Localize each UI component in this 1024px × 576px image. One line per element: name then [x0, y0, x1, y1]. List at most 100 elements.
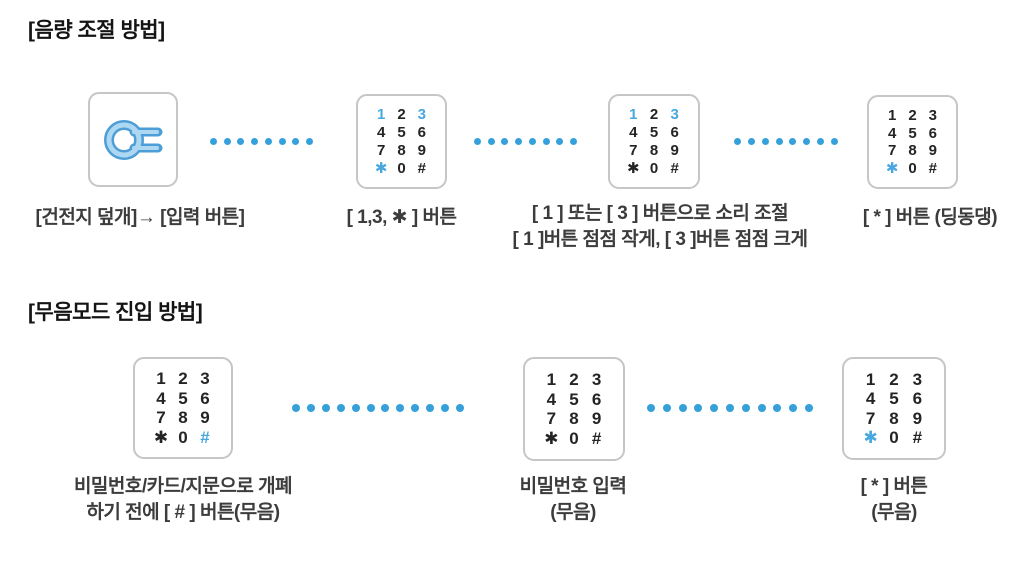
flow-dot	[569, 138, 577, 145]
keypad-key-3: 3	[670, 106, 679, 123]
flow-dot	[278, 138, 286, 145]
keypad-key-0: 0	[569, 429, 579, 449]
keypad-key-#: #	[200, 427, 210, 447]
keypad-key-0: 0	[397, 160, 406, 177]
flow-dot	[830, 138, 838, 145]
flow-dot	[455, 404, 464, 412]
keypad-key-0: 0	[178, 427, 188, 447]
keypad-key-7: 7	[376, 142, 386, 159]
keypad-key-1: 1	[156, 369, 166, 389]
keypad-key-7: 7	[629, 142, 638, 159]
keypad-key-3: 3	[417, 106, 426, 123]
keypad-key-5: 5	[397, 124, 406, 141]
silent-section-title: [무음모드 진입 방법]	[28, 301, 203, 324]
flow-dot	[515, 138, 523, 145]
flow-dot	[396, 404, 405, 412]
keypad-key-0: 0	[908, 160, 917, 178]
silent-step3-caption-line2: (무음)	[871, 502, 917, 523]
keypad-key-8: 8	[908, 142, 917, 160]
keypad-key-2: 2	[889, 369, 899, 389]
flow-dot	[237, 138, 245, 145]
flow-dot	[264, 138, 272, 145]
flow-dot	[321, 404, 330, 412]
keypad-key-2: 2	[569, 369, 579, 389]
flow-dot	[775, 138, 783, 145]
flow-dot	[210, 138, 217, 145]
keypad-key-1: 1	[546, 369, 557, 389]
keypad-key-2: 2	[178, 369, 188, 389]
flow-dot	[773, 404, 782, 412]
keypad-key-3: 3	[200, 369, 210, 389]
volume-step2-caption: [ 1 ] 또는 [ 3 ] 버튼으로 소리 조절 [ 1 ]버튼 점점 작게,…	[465, 201, 855, 253]
flow-dot	[351, 404, 360, 412]
flow-dot	[411, 404, 420, 412]
keypad-key-8: 8	[178, 408, 188, 428]
keypad-key-#: #	[670, 160, 679, 177]
flow-dot	[306, 404, 315, 412]
keypad-key-2: 2	[397, 106, 406, 123]
keypad-key-8: 8	[569, 409, 579, 429]
keypad-key-9: 9	[670, 142, 679, 159]
keypad-key-✱: ✱	[863, 428, 878, 448]
keypad-key-4: 4	[376, 124, 386, 141]
keypad-key-1: 1	[629, 106, 638, 123]
keypad-key-✱: ✱	[885, 160, 899, 178]
keypad-key-5: 5	[889, 389, 899, 409]
keypad-key-1: 1	[887, 106, 897, 124]
battery-cover-icon	[104, 119, 163, 160]
flow-dot	[487, 138, 495, 145]
flow-dot	[381, 404, 390, 412]
flow-dot	[757, 404, 766, 412]
keypad-key-#: #	[591, 429, 602, 449]
flow-dot	[474, 138, 481, 145]
keypad-key-9: 9	[417, 142, 426, 159]
flow-dot	[804, 404, 813, 412]
flow-dot	[725, 404, 734, 412]
keypad-key-5: 5	[178, 388, 188, 408]
battery-cover-step-box	[88, 92, 178, 187]
keypad-key-#: #	[417, 160, 426, 177]
silent-step1-caption: 비밀번호/카드/지문으로 개폐 하기 전에 [ # ] 버튼(무음)	[22, 474, 344, 526]
keypad-key-5: 5	[908, 124, 917, 142]
flow-dots	[734, 138, 838, 145]
keypad-key-9: 9	[928, 142, 937, 160]
flow-dot	[761, 138, 769, 145]
volume-step1-caption: [ 1,3, ✱ ] 버튼	[346, 207, 457, 228]
keypad-key-4: 4	[887, 124, 897, 142]
keypad-key-✱: ✱	[374, 160, 388, 177]
keypad-key-2: 2	[908, 106, 917, 124]
flow-dot	[528, 138, 536, 145]
keypad-key-0: 0	[889, 428, 899, 448]
keypad-key-4: 4	[156, 388, 166, 408]
flow-dot	[789, 138, 797, 145]
keypad-key-7: 7	[156, 408, 166, 428]
flow-dots	[292, 404, 464, 412]
flow-dot	[710, 404, 719, 412]
flow-dot	[223, 138, 231, 145]
keypad-key-8: 8	[397, 142, 406, 159]
keypad-key-5: 5	[649, 124, 659, 141]
keypad-key-✱: ✱	[544, 429, 559, 449]
keypad-key-#: #	[912, 428, 923, 448]
keypad-key-3: 3	[912, 369, 923, 389]
volume-step2-caption-line1: [ 1 ] 또는 [ 3 ] 버튼으로 소리 조절	[531, 203, 789, 224]
keypad-key-8: 8	[649, 142, 659, 159]
silent-step1-caption-line1: 비밀번호/카드/지문으로 개폐	[73, 476, 293, 497]
flow-dot	[292, 138, 300, 145]
keypad-key-1: 1	[865, 369, 876, 389]
flow-dot	[789, 404, 798, 412]
silent-step1-caption-line2: 하기 전에 [ # ] 버튼(무음)	[86, 502, 280, 523]
keypad-key-5: 5	[569, 389, 579, 409]
keypad-key-9: 9	[200, 408, 210, 428]
keypad-key-6: 6	[670, 124, 679, 141]
keypad-key-7: 7	[546, 409, 557, 429]
flow-dot	[556, 138, 564, 145]
keypad-key-✱: ✱	[627, 160, 640, 177]
keypad-key-9: 9	[591, 409, 602, 429]
flow-dot	[741, 404, 750, 412]
